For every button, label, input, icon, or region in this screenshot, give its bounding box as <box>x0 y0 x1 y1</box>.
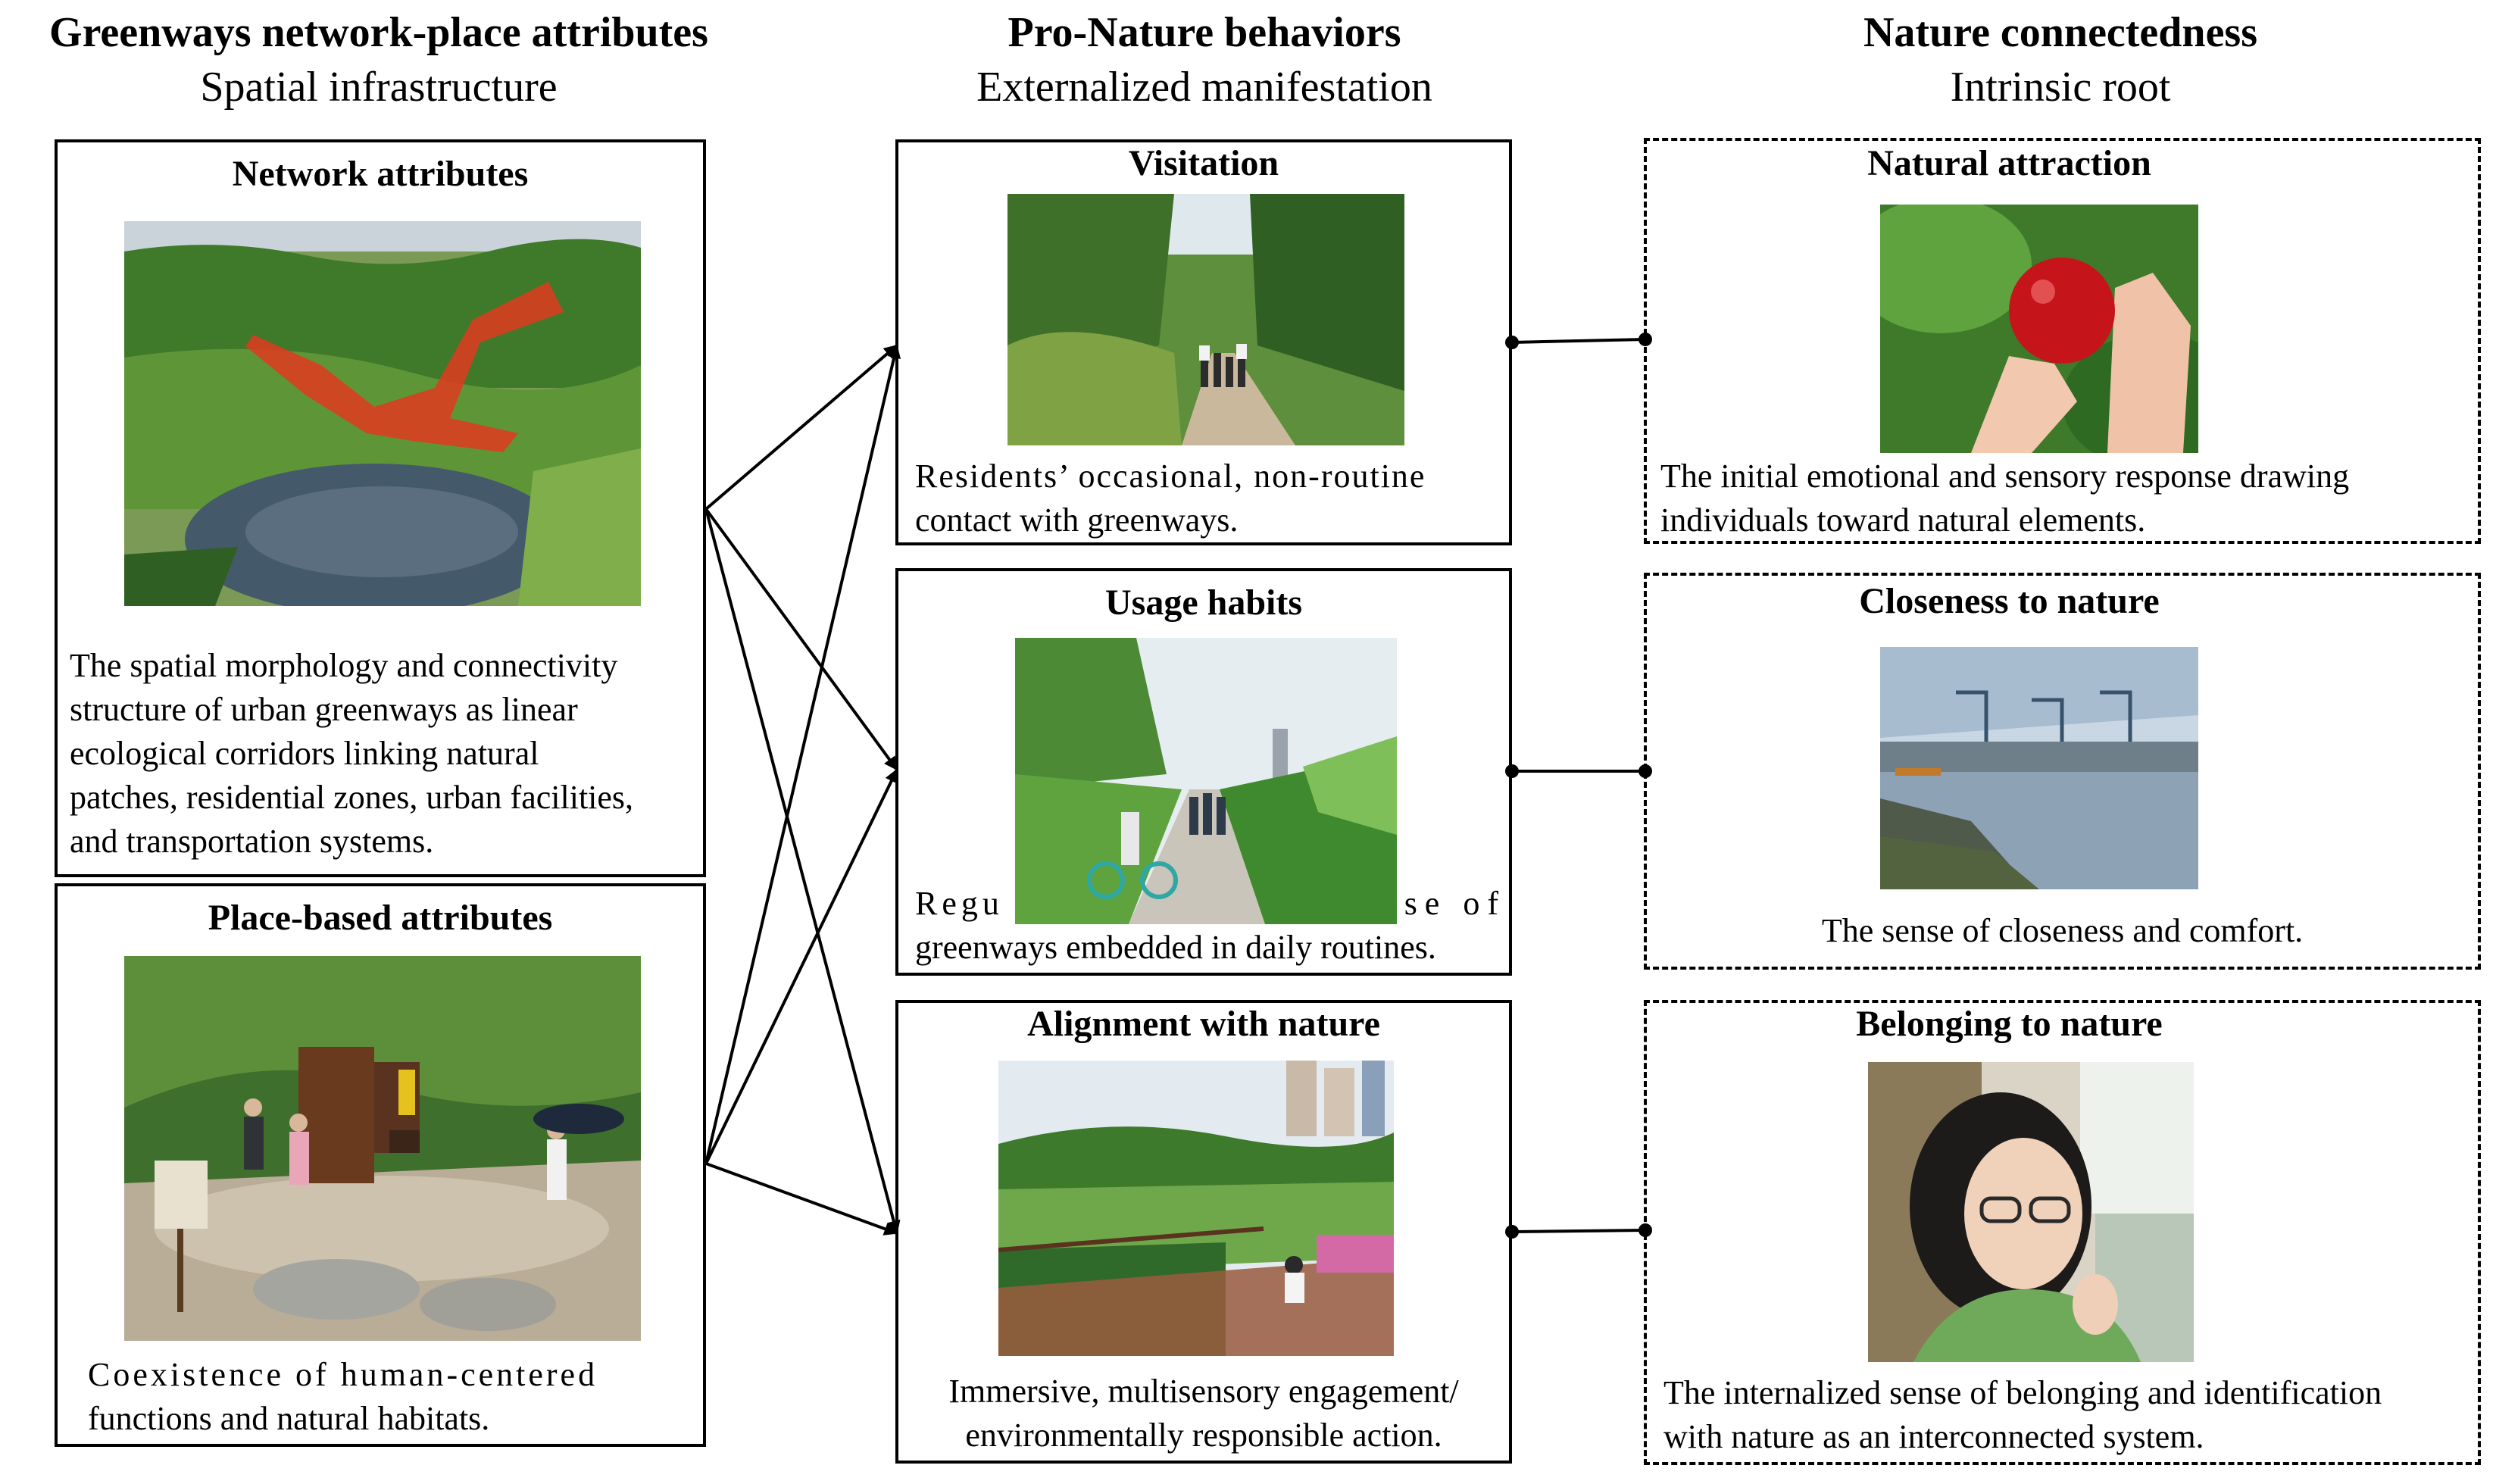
box-title: Place-based attributes <box>208 898 553 938</box>
box-title: Usage habits <box>1104 583 1303 623</box>
connector-dot <box>1505 1225 1519 1239</box>
box-description: Immersive, multisensory engagement/ envi… <box>898 1370 1509 1457</box>
connector-dot <box>1638 333 1652 346</box>
text-line: with nature as an interconnected system. <box>1663 1418 2204 1455</box>
arrow-place-to-usage <box>704 768 898 1164</box>
box-title: Network attributes <box>232 154 529 194</box>
belonging-photo <box>1868 1062 2194 1362</box>
column-subtitle: Intrinsic root <box>1950 63 2171 111</box>
column-subtitle: Spatial infrastructure <box>200 63 558 111</box>
column-header-middle: Pro-Nature behaviors Externalized manife… <box>901 6 1507 114</box>
place-based-attributes-box: Place-based attributes Coexistence of hu… <box>55 883 706 1447</box>
connector-dot <box>1505 764 1519 778</box>
column-title: Greenways network-place attributes <box>49 9 708 56</box>
text-line: and transportation systems. <box>70 823 434 860</box>
arrow-place-to-visitation <box>704 344 901 1164</box>
text-line: The sense of closeness and comfort. <box>1821 912 2304 949</box>
box-title: Natural attraction <box>1867 143 2151 183</box>
network-attributes-box: Network attributes The spatial morpholog… <box>55 139 706 877</box>
box-description: The spatial morphology and connectivity … <box>70 644 698 864</box>
box-description: Regu se of greenways embedded in daily r… <box>915 882 1506 970</box>
connector-dot <box>1638 1223 1652 1237</box>
alignment-with-nature-box: Alignment with nature Immersive, multise… <box>895 1000 1512 1464</box>
text-line: The internalized sense of belonging and … <box>1663 1374 2382 1411</box>
belonging-to-nature-box: Belonging to nature The internalized sen… <box>1644 1000 2481 1465</box>
column-subtitle: Externalized manifestation <box>976 63 1432 111</box>
arrow-network-to-visitation <box>704 344 898 511</box>
text-line: se of <box>1404 885 1506 922</box>
box-description: The internalized sense of belonging and … <box>1663 1371 2482 1459</box>
forest-exploration-photo <box>124 956 641 1341</box>
arrow-network-to-usage <box>704 508 898 771</box>
box-description: The initial emotional and sensory respon… <box>1660 455 2479 542</box>
text-line: patches, residential zones, urban facili… <box>70 779 634 816</box>
text-line: greenways embedded in daily routines. <box>915 929 1436 966</box>
box-title: Visitation <box>1128 143 1279 183</box>
column-title: Pro-Nature behaviors <box>1007 9 1401 56</box>
column-header-right: Nature connectedness Intrinsic root <box>1757 6 2363 114</box>
natural-attraction-photo <box>1880 205 2198 453</box>
text-line: individuals toward natural elements. <box>1660 501 2146 539</box>
text-line: structure of urban greenways as linear <box>70 691 578 728</box>
link-visitation-attraction <box>1511 338 1646 344</box>
text-line: Regu <box>915 885 1004 922</box>
usage-habits-photo <box>1015 638 1397 924</box>
arrow-network-to-alignment <box>704 508 901 1235</box>
box-title: Closeness to nature <box>1859 581 2160 621</box>
text-line: Residents’ occasional, non-routine <box>915 458 1426 495</box>
text-line: The spatial morphology and connectivity <box>70 647 618 684</box>
box-title: Alignment with nature <box>1027 1004 1380 1044</box>
column-title: Nature connectedness <box>1863 9 2258 56</box>
box-description: Coexistence of human-centered functions … <box>88 1353 694 1441</box>
connector-dot <box>1638 764 1652 778</box>
text-line: environmentally responsible action. <box>965 1417 1442 1454</box>
closeness-photo <box>1880 647 2198 889</box>
column-header-left: Greenways network-place attributes Spati… <box>0 6 758 114</box>
text-line: contact with greenways. <box>915 501 1239 539</box>
visitation-photo <box>1007 194 1404 445</box>
link-alignment-belonging <box>1511 1229 1646 1233</box>
text-line: Coexistence of human-centered <box>88 1356 598 1393</box>
visitation-box: Visitation Residents’ occasional, non-ro… <box>895 139 1512 545</box>
text-line: ecological corridors linking natural <box>70 735 539 772</box>
text-line: Immersive, multisensory engagement/ <box>948 1373 1459 1410</box>
natural-attraction-box: Natural attraction The initial emotional… <box>1644 138 2481 544</box>
box-description: Residents’ occasional, non-routine conta… <box>915 455 1506 542</box>
text-line: functions and natural habitats. <box>88 1400 490 1437</box>
text-line: The initial emotional and sensory respon… <box>1660 458 2350 495</box>
arrow-place-to-alignment <box>705 1162 898 1236</box>
connector-dot <box>1505 336 1519 349</box>
greenway-aerial-photo <box>124 221 641 606</box>
box-title: Belonging to nature <box>1856 1004 2163 1044</box>
box-description: The sense of closeness and comfort. <box>1647 909 2478 953</box>
usage-habits-box: Usage habits Regu se of greenways embedd… <box>895 568 1512 976</box>
alignment-photo <box>998 1061 1394 1356</box>
